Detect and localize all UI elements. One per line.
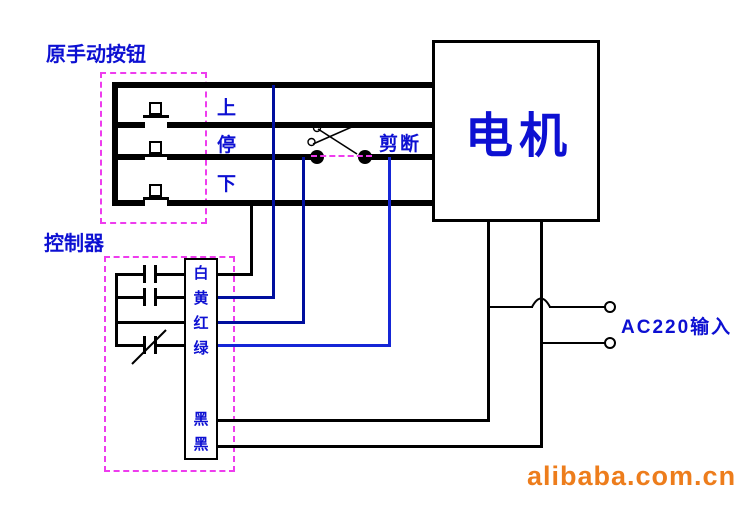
cut-terminal-left <box>310 150 324 164</box>
wire-label-black1: 黑 <box>193 411 209 428</box>
contact1-bar-left <box>143 265 146 283</box>
nc-contact-line-right <box>157 344 185 347</box>
black-wire1-horizontal <box>218 419 490 422</box>
down-line-right <box>167 200 433 206</box>
nc-contact-bar-right <box>154 336 157 354</box>
stop-line-left <box>112 154 145 160</box>
stop-button-icon <box>149 141 162 154</box>
nc-contact-bar-left <box>143 336 146 354</box>
contact1-line-right <box>157 273 185 276</box>
down-line-left <box>112 200 145 206</box>
black-wire2-vertical <box>540 222 543 448</box>
up-line-left <box>112 122 145 128</box>
stop-line-right <box>370 154 433 160</box>
up-button-bridge <box>143 115 169 118</box>
wire-label-red: 红 <box>193 315 209 332</box>
wire-label-black2: 黑 <box>193 436 209 453</box>
up-line-right <box>167 122 433 128</box>
green-wire-horizontal <box>218 344 391 347</box>
contact2-bar-left <box>143 288 146 306</box>
wire-label-white: 白 <box>193 265 209 282</box>
black-wire1-vertical <box>487 222 490 422</box>
ac-terminal-upper <box>604 301 616 313</box>
controller-section-label: 控制器 <box>44 233 104 255</box>
ac-line-upper-left <box>490 306 533 308</box>
contact1-bar-right <box>154 265 157 283</box>
button-common-bar <box>112 82 118 206</box>
yellow-wire-vertical <box>272 85 275 299</box>
down-button-icon <box>149 184 162 197</box>
motor-box <box>432 40 600 222</box>
watermark-text: alibaba.com.cn <box>527 461 737 491</box>
controller-common-bar <box>115 273 118 347</box>
wire-label-green: 绿 <box>193 340 209 357</box>
down-label: 下 <box>217 174 237 195</box>
contact2-bar-right <box>154 288 157 306</box>
nc-contact-slash-icon <box>131 329 167 365</box>
cut-dashed-wire <box>311 155 372 157</box>
wire-hop-icon <box>531 297 551 308</box>
up-button-icon <box>149 102 162 115</box>
motor-label: 电机 <box>464 110 573 163</box>
red-wire-vertical <box>302 157 305 324</box>
stop-button-bridge <box>143 154 169 157</box>
up-label: 上 <box>217 98 237 119</box>
white-wire-vertical <box>250 203 253 276</box>
stop-label: 停 <box>217 135 237 156</box>
down-button-bridge <box>143 197 169 200</box>
wire-color-terminal-box: 白 黄 红 绿 黑 黑 <box>184 258 218 460</box>
contact2-line-right <box>157 296 185 299</box>
wire-label-yellow: 黄 <box>193 290 209 307</box>
contact1-line-left <box>115 273 144 276</box>
green-wire-vertical <box>388 157 391 347</box>
manual-button-section-label: 原手动按钮 <box>46 44 146 66</box>
nc-contact-line-left <box>115 344 144 347</box>
cut-label: 剪断 <box>379 134 422 155</box>
black-wire2-horizontal <box>218 445 543 448</box>
controller-group-box <box>104 256 235 472</box>
yellow-wire-horizontal <box>218 296 275 299</box>
red-wire-horizontal <box>218 321 305 324</box>
ac-line-lower <box>542 342 605 344</box>
cut-terminal-right <box>358 150 372 164</box>
plain-line <box>115 321 185 324</box>
contact2-line-left <box>115 296 144 299</box>
scissors-icon <box>307 123 358 155</box>
ac-terminal-lower <box>604 337 616 349</box>
ac-line-upper-right <box>549 306 605 308</box>
ac-input-label: AC220输入 <box>621 317 733 338</box>
white-wire-horizontal <box>218 273 253 276</box>
manual-button-group-box <box>100 72 207 224</box>
stop-line-mid <box>167 154 312 160</box>
